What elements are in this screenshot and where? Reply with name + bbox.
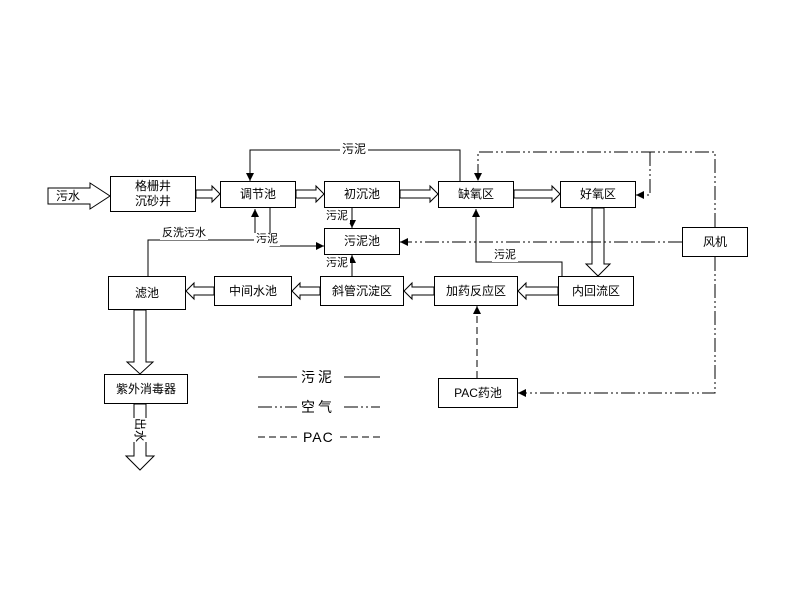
node-pac-tank: PAC药池 [438, 378, 518, 408]
node-sludge-tank-label: 污泥池 [343, 234, 380, 248]
node-blower-label: 风机 [702, 234, 727, 249]
node-primary-sedimentation-tank: 初沉池 [324, 181, 400, 208]
node-dosing-reaction-zone: 加药反应区 [434, 276, 518, 306]
arrow-filter-to-uv [125, 309, 155, 375]
node-grit-well: 格栅井 沉砂井 [110, 176, 196, 212]
inflow-label: 污水 [56, 189, 81, 203]
inflow-block-arrow [47, 182, 111, 210]
edge-label-top-sludge: 污泥 [340, 142, 369, 156]
node-aerobic-zone: 好氧区 [560, 181, 636, 208]
node-inclined-tube-label: 斜管沉淀区 [331, 283, 392, 298]
line-regulating-to-sludge-tank [269, 208, 324, 247]
line-filter-backwash-to-regulating [147, 209, 256, 276]
legend-line-samples [258, 376, 380, 438]
line-blower-to-pac-tank [518, 257, 716, 394]
arrow-regulating-to-primary [295, 184, 325, 204]
node-regulating-tank-label: 调节池 [239, 187, 276, 201]
line-arrowheads [246, 173, 644, 397]
node-grit-well-line1: 格栅井 [134, 179, 171, 193]
node-internal-reflux-zone: 内回流区 [558, 276, 634, 306]
outflow-label: 出水 [126, 418, 154, 442]
node-anoxic-zone: 缺氧区 [438, 181, 514, 208]
arrow-anoxic-to-aerobic [513, 184, 561, 204]
edge-label-backwash: 反洗污水 [160, 227, 208, 240]
node-uv-disinfector: 紫外消毒器 [104, 374, 188, 404]
node-blower: 风机 [682, 227, 748, 257]
legend-item-pac: PAC [303, 429, 334, 445]
edge-label-inclined-sludge: 污泥 [324, 257, 350, 270]
node-pac-tank-label: PAC药池 [454, 385, 502, 400]
node-regulating-tank: 调节池 [220, 181, 296, 208]
node-anoxic-zone-label: 缺氧区 [457, 187, 494, 201]
air-lines [400, 151, 716, 394]
line-air-to-aerobic [636, 152, 651, 196]
node-intermediate-tank-label: 中间水池 [228, 283, 277, 298]
node-dosing-reaction-label: 加药反应区 [445, 283, 506, 298]
node-uv-disinfector-label: 紫外消毒器 [115, 381, 176, 396]
edge-label-primary-sludge: 污泥 [324, 210, 350, 223]
edge-label-reflux-sludge: 污泥 [492, 249, 518, 262]
node-inclined-tube-sedimentation-zone: 斜管沉淀区 [320, 276, 404, 306]
node-filter-tank: 滤池 [108, 276, 186, 310]
node-intermediate-tank: 中间水池 [214, 276, 292, 306]
node-primary-sedimentation-label: 初沉池 [343, 187, 380, 201]
arrow-primary-to-anoxic [399, 184, 439, 204]
legend-item-air: 空气 [301, 399, 335, 415]
legend-item-sludge: 污泥 [301, 369, 335, 385]
arrow-grit-to-regulating [195, 184, 221, 204]
line-blower-to-anoxic [477, 151, 716, 227]
edge-label-regulating-sludge: 污泥 [254, 233, 280, 246]
arrow-inclined-to-intermediate [291, 281, 321, 301]
node-sludge-tank: 污泥池 [324, 228, 400, 255]
arrow-dosing-to-inclined [403, 281, 435, 301]
arrow-reflux-to-dosing [517, 281, 559, 301]
node-grit-well-line2: 沉砂井 [134, 194, 171, 208]
node-filter-tank-label: 滤池 [134, 285, 159, 300]
node-aerobic-zone-label: 好氧区 [579, 187, 616, 201]
arrow-intermediate-to-filter [185, 281, 215, 301]
node-internal-reflux-label: 内回流区 [571, 283, 620, 298]
line-reflux-to-anoxic [475, 209, 563, 276]
